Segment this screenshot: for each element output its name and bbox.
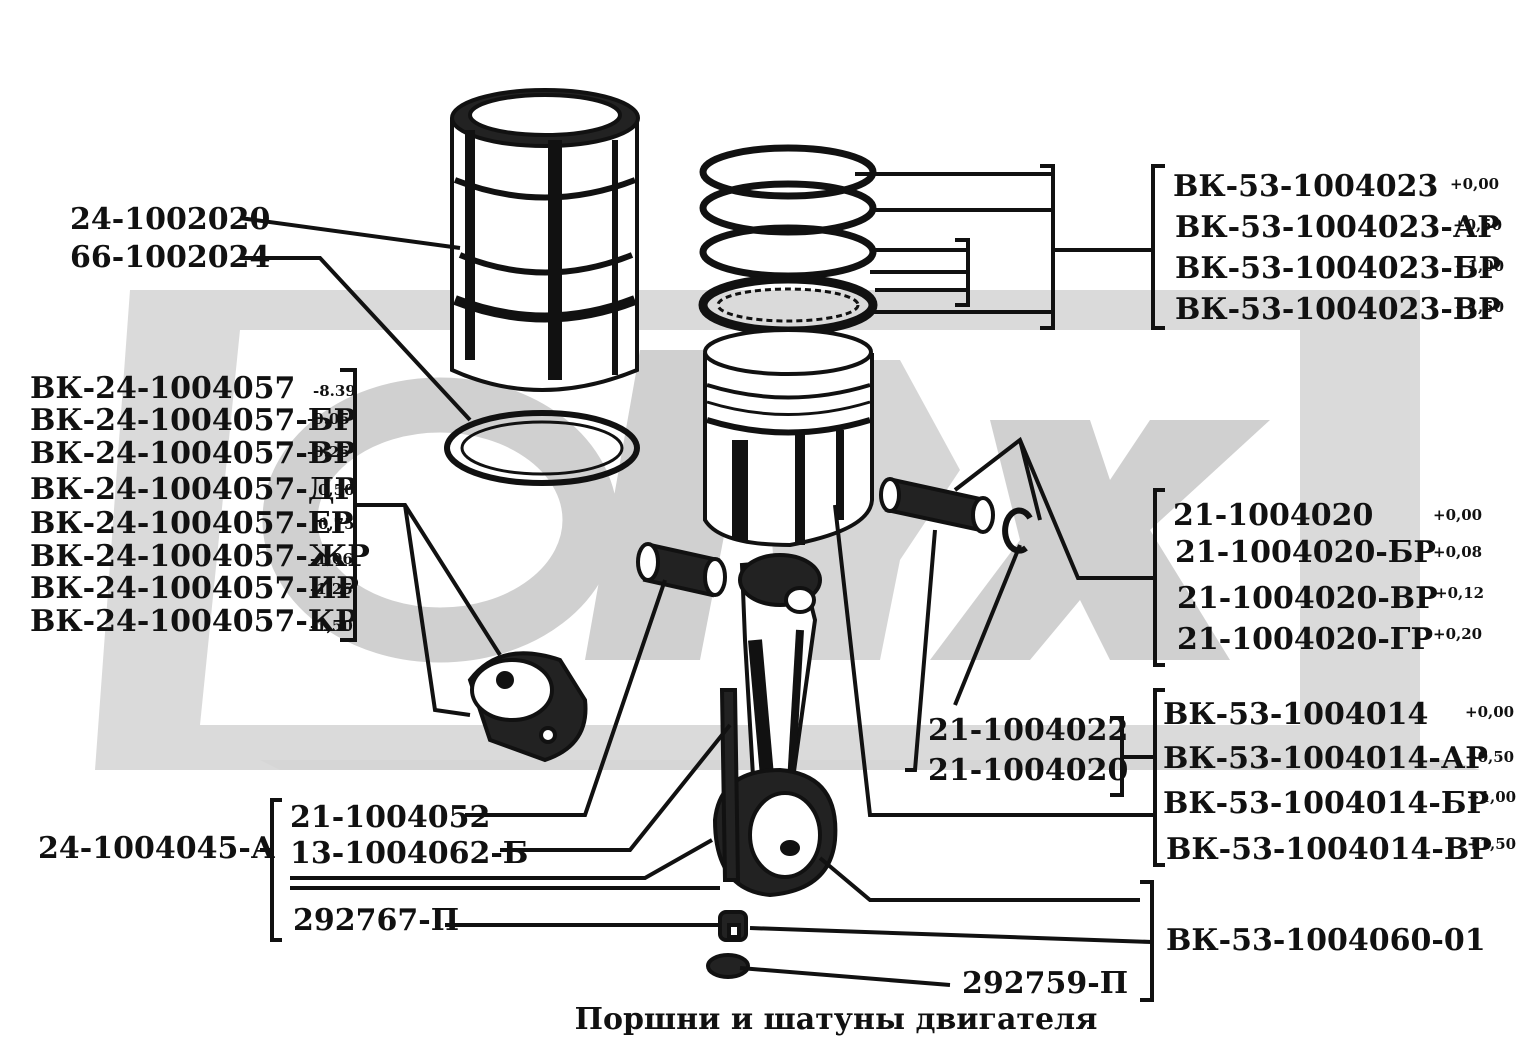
rod-small-bushing-part xyxy=(636,542,727,598)
piston-code-3: ВК-53-1004014-ВР xyxy=(1166,832,1492,867)
piston-size-1: +0,50 xyxy=(1465,748,1515,766)
ring-code-2: ВК-53-1004023-БР xyxy=(1175,251,1502,286)
piston-size-0: +0,00 xyxy=(1465,703,1515,721)
washer-part xyxy=(706,953,750,979)
bushing-code-2: ВК-24-1004057-ВР xyxy=(30,436,356,471)
pin-code-0: 21-1004020 xyxy=(1173,498,1374,533)
bushing-size-3: 0,50 xyxy=(318,481,355,499)
piston-code-2: ВК-53-1004014-БР xyxy=(1163,786,1490,821)
piston-code-1: ВК-53-1004014-АР xyxy=(1163,741,1488,776)
connecting-rod-part xyxy=(712,553,838,898)
bushing-code-6: ВК-24-1004057-ИР xyxy=(30,571,359,606)
bushing-size-7: -1,50 xyxy=(310,617,353,635)
ring-size-1: +0,50 xyxy=(1453,216,1503,234)
piston-part xyxy=(703,328,874,548)
bushing-code-5: ВК-24-1004057-ЖР xyxy=(30,539,370,574)
rod-bushing-label: 21-1004052 xyxy=(290,800,491,835)
bushing-size-4: 0,75 xyxy=(318,515,355,533)
diagram-caption: Поршни и шатуны двигателя xyxy=(0,1002,1520,1037)
ring-code-3: ВК-53-1004023-ВР xyxy=(1175,292,1501,327)
sleeve-seal-label: 66-1002024 xyxy=(70,240,271,275)
ring-code-0: ВК-53-1004023 xyxy=(1173,169,1439,204)
rod-kit-label: ВК-53-1004060-01 xyxy=(1166,923,1486,958)
ring-size-2: +1,00 xyxy=(1455,257,1505,275)
sleeve-label: 24-1002020 xyxy=(70,202,271,237)
bushing-code-4: ВК-24-1004057-ЕР xyxy=(30,506,354,541)
pin-lock-label: 21-1004022 xyxy=(928,713,1129,748)
ring-size-3: +1,50 xyxy=(1455,298,1505,316)
caption-text: Поршни и шатуны двигателя xyxy=(574,1002,1098,1037)
pin-code-2: 21-1004020-ВР xyxy=(1177,581,1438,616)
bushing-code-7: ВК-24-1004057-КР xyxy=(30,604,358,639)
ring-code-1: ВК-53-1004023-АР xyxy=(1175,210,1500,245)
leader-lines xyxy=(239,164,1165,1002)
nut-part xyxy=(718,910,748,942)
nut-label: 292767-П xyxy=(293,903,460,938)
pin-size-3: +0,20 xyxy=(1433,625,1483,643)
pin-main-label: 21-1004020 xyxy=(928,753,1129,788)
bushing-size-5: -1,06 xyxy=(310,550,353,568)
bushing-size-1: -0.05 xyxy=(307,410,350,428)
ring-size-0: +0,00 xyxy=(1450,175,1500,193)
bushing-code-0: ВК-24-1004057 xyxy=(30,371,296,406)
bushing-size-2: -0.25 xyxy=(307,443,350,461)
bushing-code-1: ВК-24-1004057-БР xyxy=(30,403,357,438)
pin-size-0: +0,00 xyxy=(1433,506,1483,524)
washer-label: 292759-П xyxy=(962,966,1129,1001)
piston-size-2: +1,00 xyxy=(1467,788,1517,806)
piston-size-3: +1,50 xyxy=(1467,835,1517,853)
pin-code-3: 21-1004020-ГР xyxy=(1177,622,1434,657)
pin-size-2: +0,12 xyxy=(1435,584,1485,602)
pin-size-1: +0,08 xyxy=(1433,543,1483,561)
bushing-size-6: -1,25 xyxy=(310,580,353,598)
piston-pin-part xyxy=(879,477,995,534)
bushing-size-0: -8.39 xyxy=(313,382,356,400)
big-end-bearing-part xyxy=(467,651,588,763)
piston-code-0: ВК-53-1004014 xyxy=(1163,697,1429,732)
rod-assembly-label: 24-1004045-А xyxy=(38,831,276,866)
cylinder-sleeve-part xyxy=(450,88,640,392)
bushing-code-3: ВК-24-1004057-ДР xyxy=(30,472,358,507)
pin-code-1: 21-1004020-БР xyxy=(1175,535,1436,570)
sleeve-seal-ring-part xyxy=(444,410,640,486)
rod-bolt-label: 13-1004062-Б xyxy=(290,836,529,871)
